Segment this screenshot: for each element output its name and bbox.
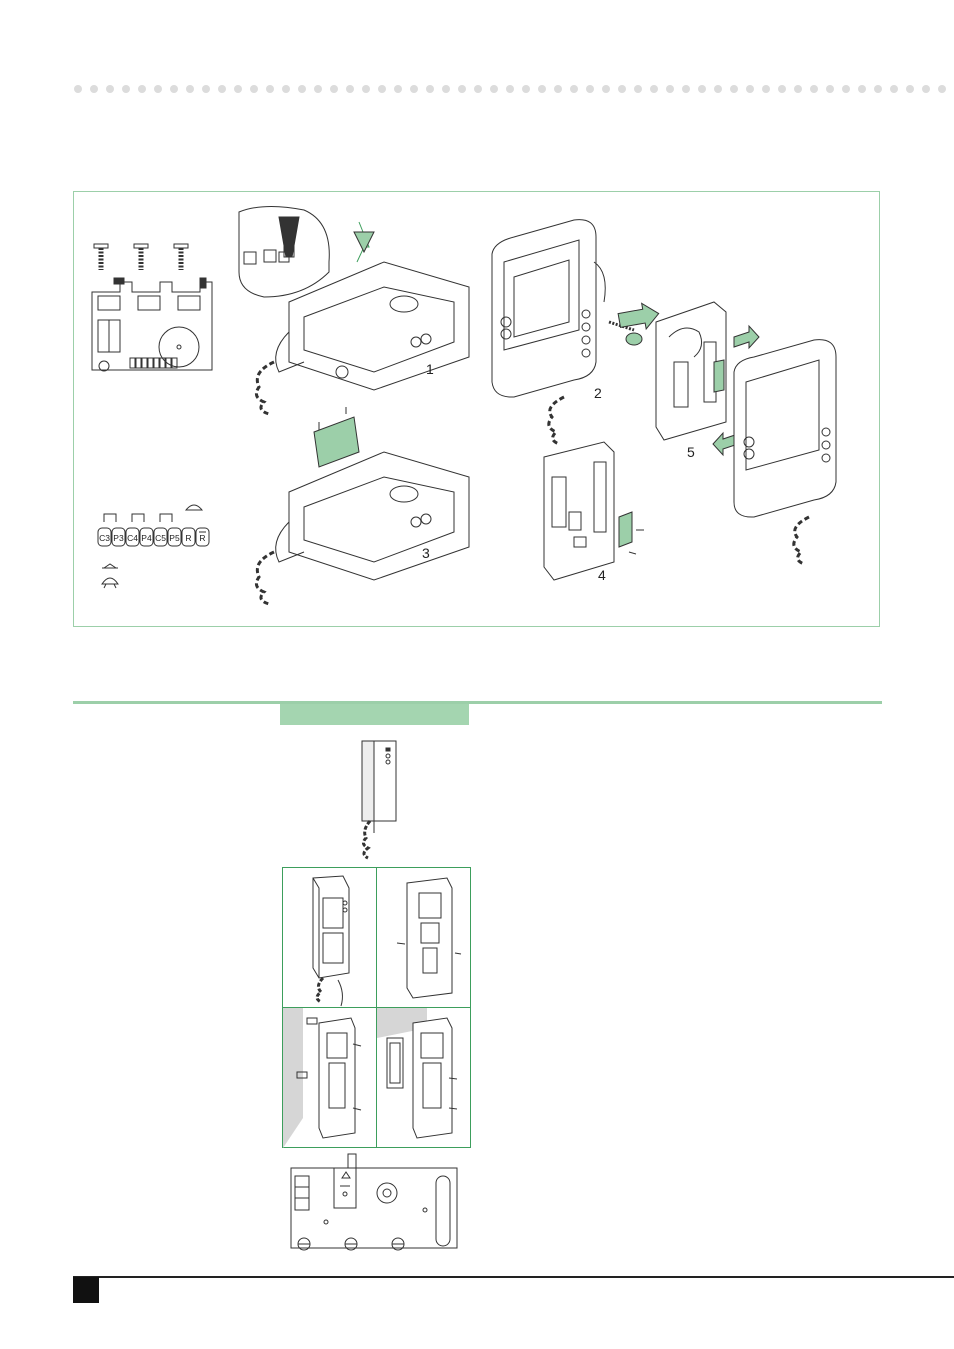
terminal-pin (130, 358, 135, 368)
header-dot (858, 85, 866, 93)
step-3-label: 3 (422, 545, 430, 561)
header-dot (842, 85, 850, 93)
header-dot (714, 85, 722, 93)
header-dot (442, 85, 450, 93)
header-dot (186, 85, 194, 93)
header-dot (570, 85, 578, 93)
grid-cell-handset (283, 868, 377, 1008)
header-dot (90, 85, 98, 93)
grid-cell-wall-mount (283, 1008, 377, 1148)
header-dot (426, 85, 434, 93)
header-dot (362, 85, 370, 93)
header-dot (746, 85, 754, 93)
terminal-label: P5 (169, 533, 180, 543)
header-dot (666, 85, 674, 93)
header-dot (106, 85, 114, 93)
header-dot (682, 85, 690, 93)
header-dot (538, 85, 546, 93)
terminal-pin (154, 358, 159, 368)
header-dot (618, 85, 626, 93)
header-dot (346, 85, 354, 93)
header-dot (826, 85, 834, 93)
terminal-label: P3 (113, 533, 124, 543)
terminal-label: R (185, 533, 191, 543)
header-dot (410, 85, 418, 93)
header-dot (250, 85, 258, 93)
header-dot (938, 85, 946, 93)
header-dot (586, 85, 594, 93)
header-dot (554, 85, 562, 93)
header-dot (474, 85, 482, 93)
wall-bracket-step4: 4 (544, 442, 644, 583)
terminal-pin (160, 358, 165, 368)
grid-cell-box-mount (377, 1008, 471, 1148)
header-dot (922, 85, 930, 93)
dotted-header-rule (74, 85, 954, 95)
header-dot (218, 85, 226, 93)
monitor-front-step2: 2 (492, 220, 661, 444)
terminal-label: P4 (141, 533, 152, 543)
bracket-assembly-step5: 5 (656, 302, 836, 564)
expansion-module-drawing (92, 244, 212, 371)
header-dot (906, 85, 914, 93)
header-dot (314, 85, 322, 93)
header-dot (810, 85, 818, 93)
header-dot (778, 85, 786, 93)
terminal-pin (148, 358, 153, 368)
terminal-label: C3 (99, 533, 110, 543)
step-5-label: 5 (687, 444, 695, 460)
header-dot (394, 85, 402, 93)
header-dot (330, 85, 338, 93)
step-4-label: 4 (598, 567, 606, 583)
terminal-pin (136, 358, 141, 368)
header-dot (890, 85, 898, 93)
installation-steps-grid (282, 867, 471, 1148)
header-dot (730, 85, 738, 93)
header-dot (202, 85, 210, 93)
header-dot (874, 85, 882, 93)
header-dot (698, 85, 706, 93)
monitor-base-step1: 1 (239, 206, 469, 414)
header-dot (794, 85, 802, 93)
terminal-label: C4 (127, 533, 138, 543)
header-dot (522, 85, 530, 93)
step-1-label: 1 (426, 361, 434, 377)
header-dot (122, 85, 130, 93)
header-dot (490, 85, 498, 93)
header-dot (650, 85, 658, 93)
terminal-pin (142, 358, 147, 368)
footer-rule (73, 1276, 954, 1278)
grid-cell-bracket (377, 868, 471, 1008)
terminal-label: R (199, 533, 205, 543)
circuit-board-illustration (290, 1152, 460, 1259)
step-2-label: 2 (594, 385, 602, 401)
header-dot (234, 85, 242, 93)
header-dot (154, 85, 162, 93)
section-separator (73, 701, 882, 704)
monitor-base-step3: 3 (256, 407, 469, 604)
header-dot (266, 85, 274, 93)
header-dot (378, 85, 386, 93)
header-dot (458, 85, 466, 93)
header-dot (602, 85, 610, 93)
header-dot (170, 85, 178, 93)
header-dot (634, 85, 642, 93)
handset-illustration (340, 738, 400, 868)
header-dot (138, 85, 146, 93)
header-dot (282, 85, 290, 93)
header-dot (74, 85, 82, 93)
green-tab-header (280, 704, 469, 725)
header-dot (506, 85, 514, 93)
header-dot (762, 85, 770, 93)
terminal-label: C5 (155, 533, 166, 543)
page-marker (73, 1277, 99, 1303)
header-dot (298, 85, 306, 93)
